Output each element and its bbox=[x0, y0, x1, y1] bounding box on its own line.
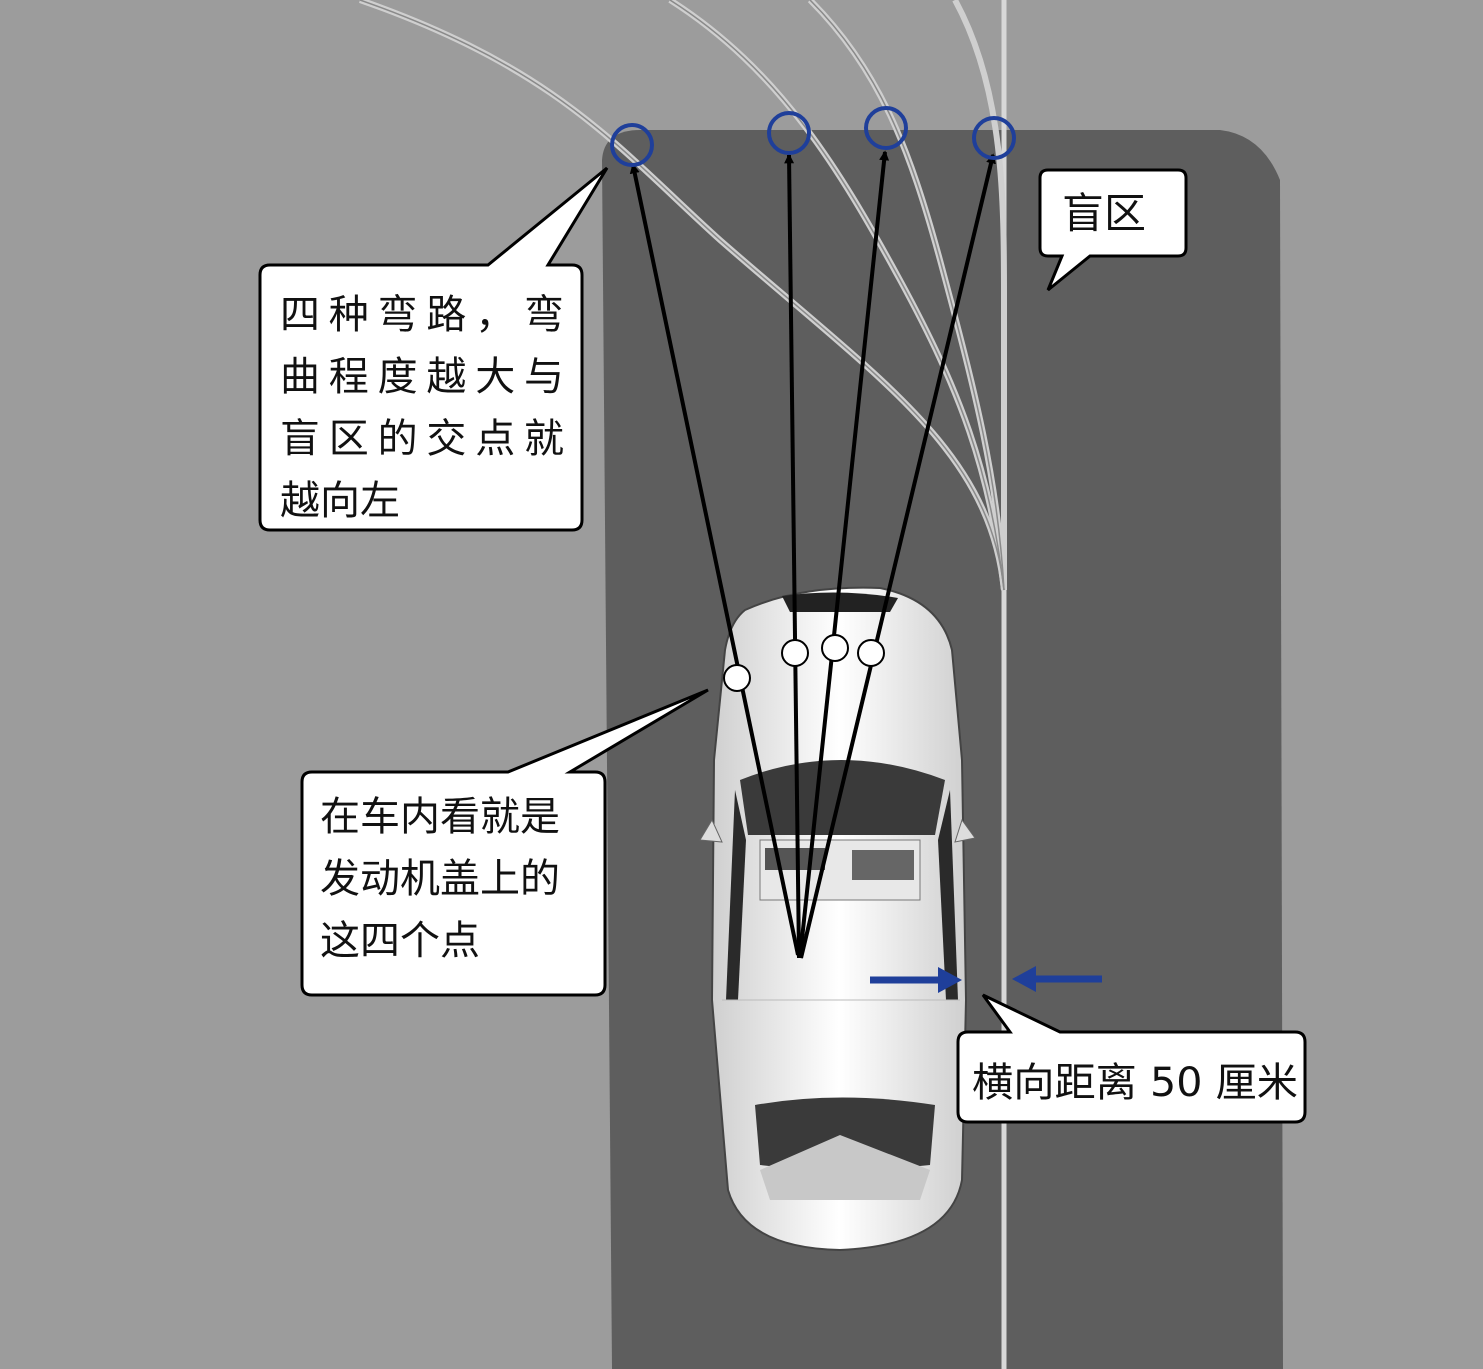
hood-point-2 bbox=[781, 639, 809, 667]
hood-point-3 bbox=[821, 634, 849, 662]
callout-blind-zone: 盲区 bbox=[1038, 168, 1188, 292]
hood-note-line-2: 发动机盖上的 bbox=[320, 856, 560, 902]
hood-point-4 bbox=[857, 639, 885, 667]
intersection-marker-2 bbox=[767, 111, 811, 155]
sight-arrow-2 bbox=[784, 153, 801, 959]
intersection-markers bbox=[610, 106, 1016, 167]
intersection-marker-4 bbox=[972, 116, 1016, 160]
hood-note-line-3: 这四个点 bbox=[320, 918, 480, 964]
hood-point-1 bbox=[723, 664, 751, 692]
distance-arrows bbox=[870, 966, 1102, 993]
intersection-marker-3 bbox=[864, 106, 908, 150]
sight-arrow-3 bbox=[798, 150, 890, 959]
hood-points bbox=[723, 634, 885, 692]
sight-arrow-1 bbox=[629, 163, 800, 956]
curve-path-4 bbox=[952, 0, 1008, 590]
sight-lines bbox=[629, 150, 996, 959]
hood-note-line-1: 在车内看就是 bbox=[320, 794, 560, 840]
sight-arrow-4 bbox=[799, 153, 996, 959]
intersection-marker-1 bbox=[610, 123, 654, 167]
distance-note-label: 横向距离 50 厘米 bbox=[972, 1060, 1298, 1106]
callout-curve-note: 四种弯路，弯 曲程度越大与 盲区的交点就 越向左 bbox=[258, 166, 609, 532]
callout-hood-note: 在车内看就是 发动机盖上的 这四个点 bbox=[300, 688, 709, 997]
blind-zone-label: 盲区 bbox=[1062, 189, 1146, 238]
callout-distance-note: 横向距离 50 厘米 bbox=[956, 993, 1307, 1124]
curve-note-line-4: 越向左 bbox=[280, 478, 400, 524]
